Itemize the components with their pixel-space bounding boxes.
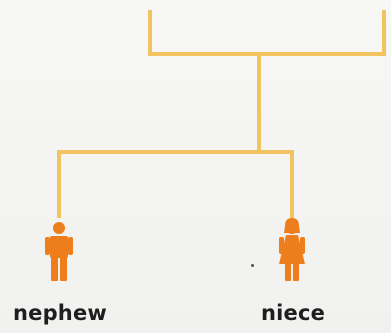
- female-person-icon: [279, 218, 305, 281]
- print-speck: [251, 264, 254, 267]
- upper-bracket: [148, 10, 386, 56]
- nephew-label: nephew: [12, 301, 108, 325]
- niece-label: niece: [260, 301, 326, 325]
- male-person-icon: [45, 222, 73, 281]
- children-bracket: [57, 150, 294, 218]
